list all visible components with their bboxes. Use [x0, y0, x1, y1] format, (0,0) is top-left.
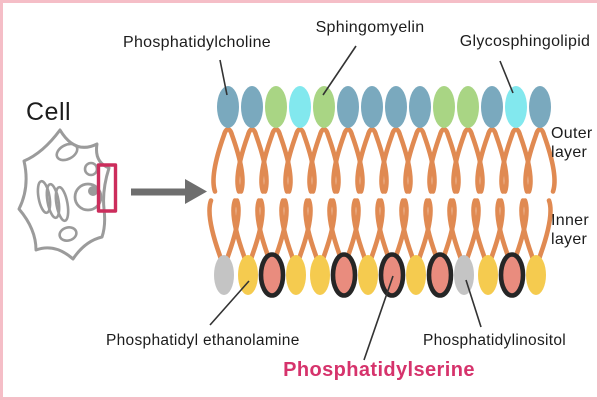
outer-head-11-green: [457, 86, 479, 128]
outer-head-1-blue: [217, 86, 239, 128]
outer-head-14-blue: [529, 86, 551, 128]
phosphatidylinositol-pointer-line: [465, 279, 482, 328]
outer-head-7-blue: [361, 86, 383, 128]
inner-head-13-serine: [498, 252, 526, 298]
zoom-arrow-icon: [131, 179, 207, 204]
outer-layer-label: Outer layer: [551, 125, 593, 161]
cell-er-loop-1: [36, 179, 52, 215]
phosphatidylserine-pointer-line: [363, 275, 394, 361]
inner-head-7-yellow: [358, 255, 378, 295]
phosphatidyl-ethanolamine-label: Phosphatidyl ethanolamine: [106, 332, 300, 349]
cell-organelle-bottom-oval: [58, 226, 78, 242]
inner-head-12-yellow: [478, 255, 498, 295]
outer-head-6-blue: [337, 86, 359, 128]
outer-head-10-green: [433, 86, 455, 128]
inner-head-1-gray: [214, 255, 234, 295]
outer-head-4-cyan: [289, 86, 311, 128]
inner-head-8-serine: [378, 252, 406, 298]
outer-head-12-blue: [481, 86, 503, 128]
outer-head-2-blue: [241, 86, 263, 128]
cell-organelle-oval: [55, 142, 79, 162]
inner-head-2-yellow: [238, 255, 258, 295]
inner-head-9-yellow: [406, 255, 426, 295]
glycosphingolipid-label: Glycosphingolipid: [459, 33, 591, 50]
annotation-lines: [209, 45, 514, 361]
phosphatidylcholine-label: Phosphatidylcholine: [122, 34, 272, 51]
outer-head-3-green: [265, 86, 287, 128]
inner-head-11-gray: [454, 255, 474, 295]
sphingomyelin-label: Sphingomyelin: [315, 19, 425, 36]
cell-er-loop-2: [45, 182, 61, 220]
phosphatidyl-ethanolamine-pointer-line: [209, 280, 250, 326]
outer-head-5-green: [313, 86, 335, 128]
inner-head-5-yellow: [310, 255, 330, 295]
inner-head-10-serine: [426, 252, 454, 298]
cell-label: Cell: [26, 98, 72, 126]
lipid-bilayer: [207, 86, 557, 298]
cell-nucleus: [73, 182, 103, 212]
outer-head-9-blue: [409, 86, 431, 128]
inner-layer-label: Inner layer: [551, 212, 589, 248]
inner-head-6-serine: [330, 252, 358, 298]
outer-head-8-blue: [385, 86, 407, 128]
outer-lipid-tails-14: [523, 127, 557, 194]
membrane-diagram-svg: [17, 45, 557, 361]
membrane-highlight-box: [96, 163, 118, 213]
inner-head-3-serine: [258, 252, 286, 298]
phosphatidylinositol-label: Phosphatidylinositol: [423, 332, 567, 349]
outer-head-13-cyan: [505, 86, 527, 128]
cell-drawing: [17, 128, 118, 261]
cell-er-loop-3: [54, 185, 70, 223]
phosphatidylcholine-pointer-line: [219, 59, 228, 96]
phosphatidylserine-label: Phosphatidylserine: [283, 359, 475, 381]
glycosphingolipid-pointer-line: [499, 60, 514, 94]
sphingomyelin-pointer-line: [322, 45, 357, 96]
cell-nucleolus: [88, 186, 98, 196]
inner-head-4-yellow: [286, 255, 306, 295]
inner-head-14-yellow: [526, 255, 546, 295]
